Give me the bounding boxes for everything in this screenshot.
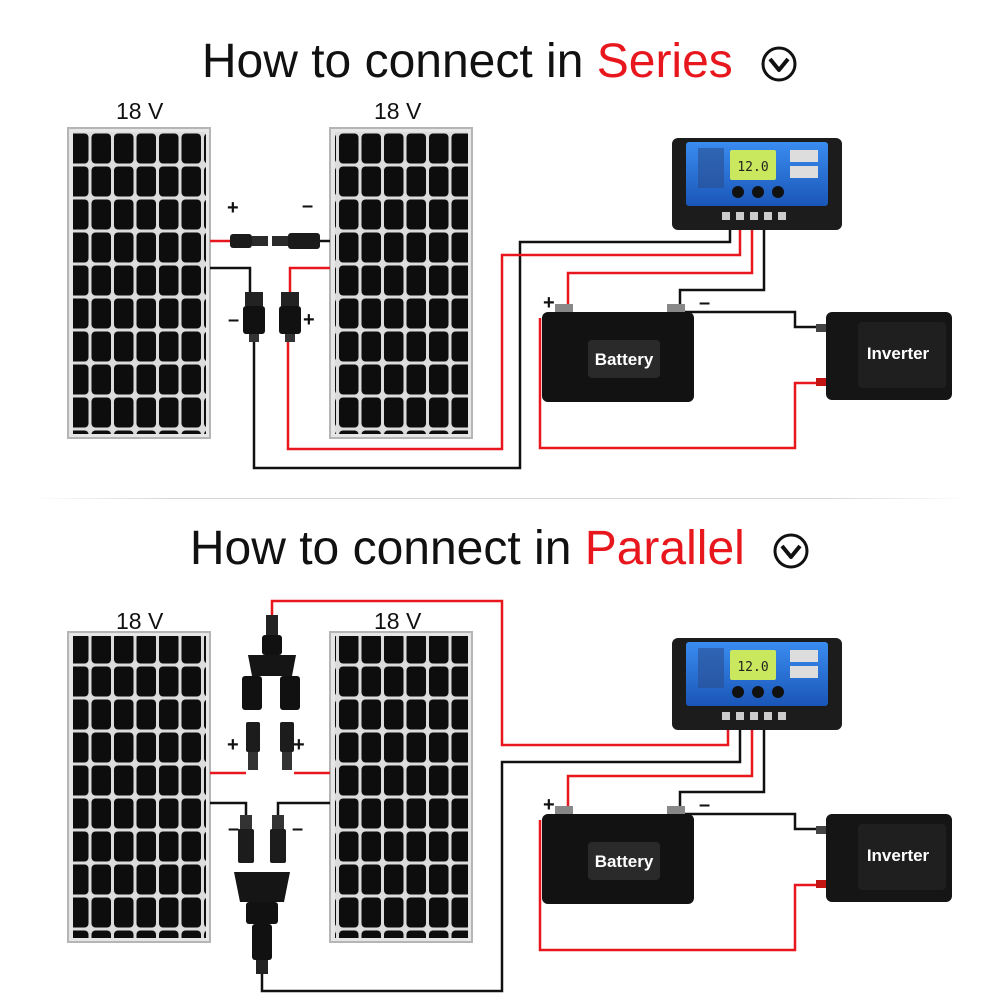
parallel-positive-main-wire	[270, 599, 730, 747]
parallel-battery-minus: –	[699, 794, 711, 816]
parallel-inverter-negative-wire	[685, 812, 820, 831]
parallel-inverter: Inverter	[816, 814, 952, 902]
series-inverter-label: Inverter	[867, 344, 930, 363]
parallel-inverter-label: Inverter	[867, 846, 930, 865]
series-negative-run-wire	[252, 228, 732, 470]
parallel-battery: Battery	[542, 806, 694, 904]
series-title-prefix: How to connect in	[201, 35, 597, 88]
series-red-lead-wire	[288, 266, 330, 292]
parallel-minus-left: –	[228, 818, 240, 840]
parallel-inverter-positive-wire	[538, 820, 820, 952]
parallel-right-panel-voltage: 18 V	[374, 608, 422, 634]
parallel-battery-plus: +	[543, 794, 555, 816]
series-title: How to connect in Series	[0, 34, 1000, 89]
series-diagram: 12.0 Battery Inverter	[67, 127, 952, 470]
parallel-negative-branch-connector	[234, 815, 290, 974]
parallel-plus-right: +	[293, 734, 305, 756]
chevron-down-circle-icon	[773, 533, 809, 569]
parallel-diagram: 12.0 Battery Inverter	[67, 599, 952, 993]
series-minus-low: –	[228, 309, 240, 331]
parallel-minus-right: –	[292, 818, 304, 840]
parallel-right-negative-wire	[276, 801, 330, 815]
series-plus-top: +	[227, 197, 239, 219]
parallel-negative-main-wire	[260, 728, 742, 993]
parallel-title-prefix: How to connect in	[189, 522, 585, 575]
parallel-charge-controller: 12.0	[672, 638, 842, 730]
parallel-right-solar-panel	[329, 631, 473, 943]
series-inverter: Inverter	[816, 312, 952, 400]
parallel-battery-label: Battery	[595, 852, 654, 871]
series-battery-plus: +	[543, 292, 555, 314]
series-battery-minus: –	[699, 292, 711, 314]
series-title-highlight: Series	[596, 35, 733, 88]
series-left-solar-panel	[67, 127, 211, 439]
parallel-left-panel-voltage: 18 V	[116, 608, 164, 634]
chevron-down-circle-icon	[761, 46, 797, 82]
section-divider	[30, 498, 970, 499]
parallel-left-negative-wire	[210, 801, 248, 815]
series-mc4-connector-vertical-left	[243, 292, 265, 342]
parallel-battery-negative-wire	[678, 728, 766, 812]
series-left-panel-voltage: 18 V	[116, 98, 164, 124]
parallel-plus-left: +	[227, 734, 239, 756]
parallel-title-highlight: Parallel	[584, 522, 745, 575]
series-battery: Battery	[542, 304, 694, 402]
series-right-solar-panel	[329, 127, 473, 439]
parallel-left-solar-panel	[67, 631, 211, 943]
series-inverter-negative-wire	[685, 310, 820, 329]
parallel-lcd-value: 12.0	[737, 660, 768, 675]
series-charge-controller: 12.0	[672, 138, 842, 230]
series-minus-top: –	[302, 195, 314, 217]
parallel-battery-positive-wire	[566, 728, 754, 812]
parallel-title: How to connect in Parallel	[0, 521, 1000, 576]
series-mc4-connector-vertical-right	[279, 292, 301, 342]
series-battery-positive-wire	[566, 228, 754, 310]
series-battery-label: Battery	[595, 350, 654, 369]
series-positive-run-wire	[286, 228, 742, 451]
series-mc4-connector-pair	[230, 233, 320, 249]
series-inverter-positive-wire	[538, 318, 820, 450]
series-plus-low: +	[303, 309, 315, 331]
series-lcd-value: 12.0	[737, 160, 768, 175]
series-right-panel-voltage: 18 V	[374, 98, 422, 124]
parallel-positive-branch-connector	[242, 615, 300, 770]
series-battery-negative-wire	[678, 228, 766, 310]
series-black-lead-wire	[210, 266, 252, 292]
